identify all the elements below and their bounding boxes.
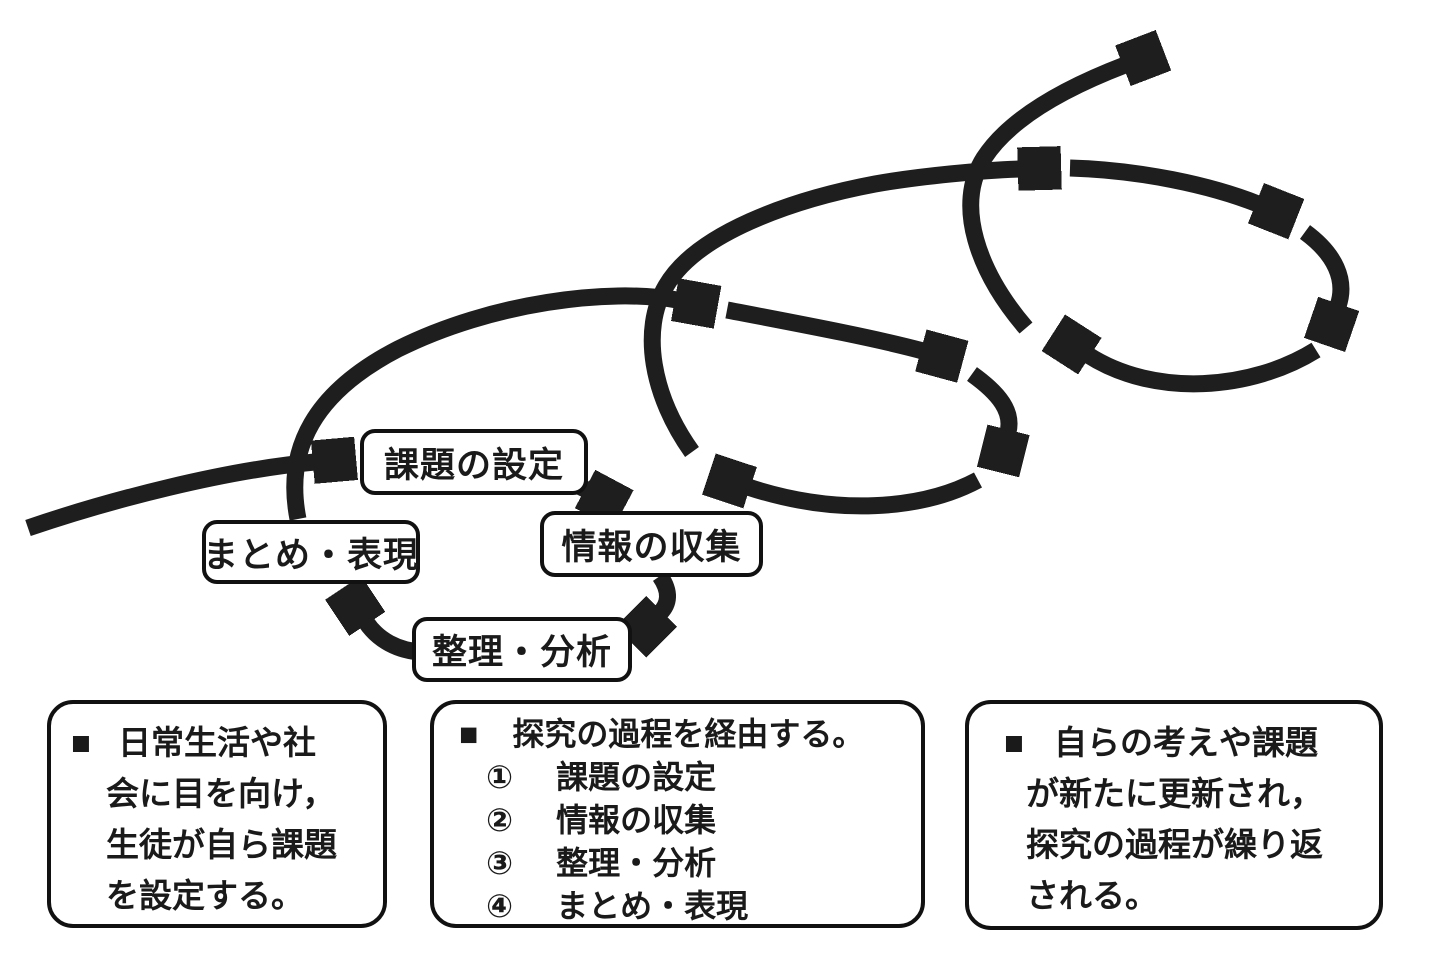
note-line: 生徒が自ら課題 (106, 826, 337, 863)
arrow-loop2-top (725, 301, 923, 351)
note-box-task-setting: ■ 日常生活や社 会に目を向け， 生徒が自ら課題 を設定する。 (47, 700, 387, 928)
arrow-loop2-to-loop3 (643, 169, 1020, 457)
step-text: 情報の収集 (556, 802, 717, 838)
stage-label: 整理・分析 (431, 633, 612, 672)
note-box-process-steps: ■ 探究の過程を経由する。 ① 課題の設定 ② 情報の収集 ③ 整理・分析 ④ … (430, 700, 925, 928)
note-box-repeat-cycle: ■ 自らの考えや課題 が新たに更新され， 探究の過程が繰り返 される。 (965, 700, 1383, 930)
square-bullet-icon: ■ (459, 716, 479, 752)
circled-number-icon: ④ (486, 888, 514, 924)
circled-number-icon: ① (486, 759, 514, 795)
note-text: 探究の過程を経由する。 (512, 716, 865, 752)
entry-arrow (25, 462, 315, 537)
note-step-item: ① 課題の設定 (486, 756, 907, 799)
stage-label: 課題の設定 (383, 445, 564, 485)
step-text: 整理・分析 (556, 845, 717, 881)
note-line: される。 (1026, 877, 1158, 914)
arrow-loop3-bottom (1088, 350, 1321, 393)
step-text: まとめ・表現 (556, 888, 749, 924)
arrow-loop2-right (966, 367, 1009, 432)
note-line: ■ 探究の過程を経由する。 (459, 713, 907, 756)
stage-label: 情報の収集 (561, 527, 742, 567)
note-text: 自らの考えや課題 (1053, 724, 1318, 761)
arrow-loop1-to-loop2 (286, 296, 677, 521)
circled-number-icon: ② (486, 802, 514, 838)
stage-label: まとめ・表現 (203, 535, 420, 575)
note-line: を設定する。 (106, 877, 304, 914)
stage-box-information-gathering: 情報の収集 (540, 511, 763, 577)
note-line: 探究の過程が繰り返 (1026, 826, 1323, 863)
arrow-loop2-bottom (748, 480, 983, 515)
stage-box-summary-expression: まとめ・表現 (202, 520, 420, 584)
note-step-item: ② 情報の収集 (486, 799, 907, 842)
note-line: ■ 日常生活や社 (71, 717, 365, 768)
note-line: ■ 自らの考えや課題 (1004, 717, 1365, 768)
square-bullet-icon: ■ (1004, 724, 1024, 761)
note-line: 会に目を向け， (106, 775, 336, 812)
note-text: 日常生活や社 (117, 724, 316, 761)
exit-arrow (962, 65, 1125, 334)
note-line: が新たに更新され， (1026, 775, 1323, 812)
arrow-info-to-analyze (660, 571, 668, 613)
arrow-loop3-right (1299, 225, 1341, 306)
note-step-item: ③ 整理・分析 (486, 842, 907, 885)
step-text: 課題の設定 (556, 759, 717, 795)
note-step-item: ④ まとめ・表現 (486, 885, 907, 928)
stage-box-task-setting: 課題の設定 (360, 429, 588, 495)
square-bullet-icon: ■ (71, 724, 91, 761)
arrow-loop3-top (1069, 159, 1258, 204)
circled-number-icon: ③ (486, 845, 514, 881)
stage-box-organize-analyze: 整理・分析 (412, 617, 632, 682)
